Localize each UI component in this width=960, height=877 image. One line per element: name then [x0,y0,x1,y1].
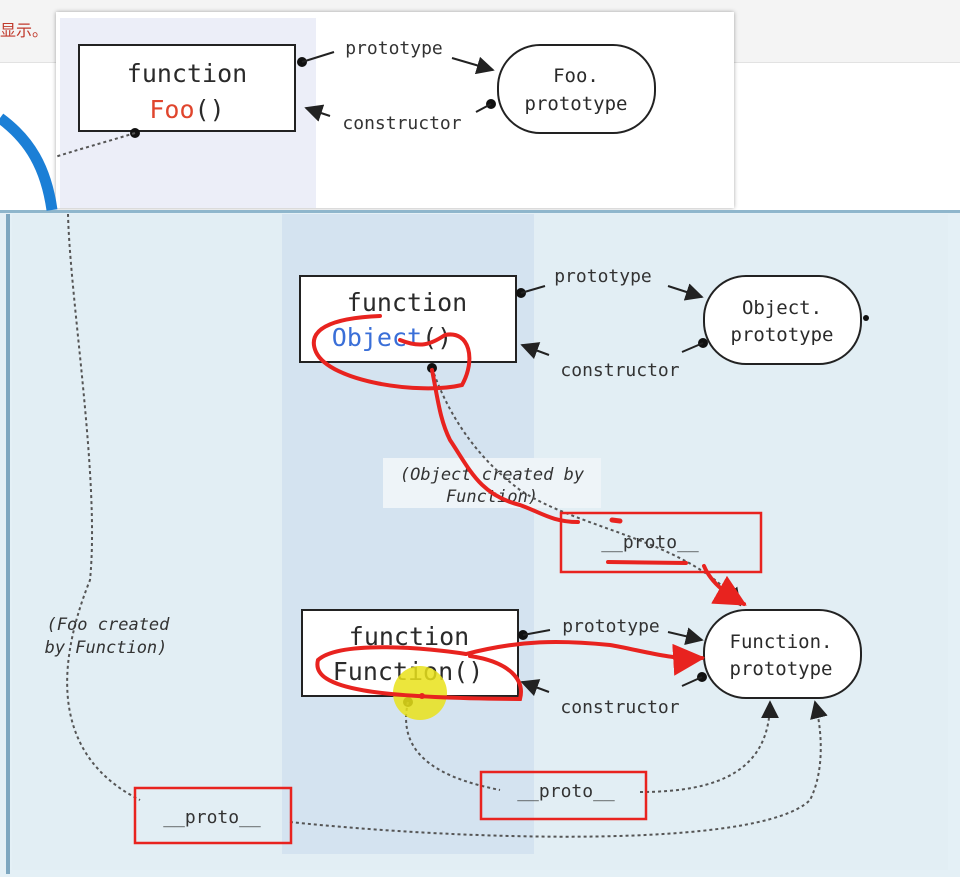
function-constructor-label: constructor [560,697,679,718]
object-prototype-right-dot [863,315,869,321]
object-box-line2: Object() [332,323,452,352]
foo-name: Foo [149,95,194,124]
object-proto-dotted-link [431,367,742,607]
foo-constructor-edge-a [475,103,492,113]
foo-proto-line2: prototype [525,93,628,115]
foo-box-line1: function [127,59,247,88]
object-box-line1: function [347,288,467,317]
object-prototype-label: prototype [554,266,652,287]
main-left-border [6,214,10,874]
foo-proto-line1: Foo. [553,65,599,87]
foo-note-line1: (Foo created [47,615,171,635]
foo-parens: () [195,95,225,124]
red-circle-object [311,314,472,391]
object-constructor-edge-b [520,342,550,360]
function-prototype-node [703,609,862,699]
function-prototype-label: prototype [562,616,660,637]
foo-prototype-label: prototype [345,38,443,59]
function-proto-line2: prototype [730,658,833,680]
function-constructor-edge-a [681,676,703,687]
top-diagram-svg: function Foo() Foo. prototype prototype … [56,18,656,208]
function-proto-label: __proto__ [517,781,615,802]
foo-proto-link [56,132,136,158]
object-note-line2: Function) [446,487,538,507]
foo-constructor-label: constructor [342,113,461,134]
foo-constructor-edge-b [304,104,331,122]
red-circle-function [315,645,523,702]
cursor-highlight [393,666,447,720]
object-function-box [299,275,517,363]
object-constructor-edge-a [681,342,704,353]
foo-note-line2: by Function) [45,638,168,658]
object-name: Object [332,323,422,352]
foo-proto-label: __proto__ [163,807,261,828]
object-proto-line1: Object. [742,297,822,319]
object-note-line1: (Object created by [400,465,585,485]
object-proto-label: __proto__ [601,532,699,553]
red-box-foo-proto [133,786,293,845]
object-constructor-label: constructor [560,360,679,381]
red-box-object-proto [559,511,763,574]
foo-prototype-edge-b [451,56,495,75]
red-arrow-function-to-proto [464,639,706,676]
red-stroke-object-to-proto [430,368,580,524]
foo-prototype-node [497,44,656,134]
object-prototype-edge-a [520,285,546,294]
blue-arc-decoration [0,113,58,211]
foo-function-box [78,44,296,132]
object-proto-line2: prototype [731,324,834,346]
top-diagram-panel: function Foo() Foo. prototype prototype … [56,12,734,208]
red-box-function-proto [479,770,648,821]
red-tick-mark [609,517,623,524]
function-prototype-edge-a [522,629,551,636]
top-strip-text: 显示。 [0,21,49,40]
function-proto-link-b [639,700,779,793]
object-prototype-edge-b [667,283,704,301]
foo-proto-long-link-b [289,700,828,838]
function-prototype-edge-b [667,627,704,646]
function-proto-link-a [405,701,501,791]
red-underline-proto [606,560,688,565]
red-arrow-to-function-proto [702,564,747,606]
function-constructor-edge-b [520,679,550,697]
foo-prototype-edge-a [301,51,335,63]
object-prototype-node [703,275,862,365]
function-proto-line1: Function. [730,631,833,653]
foo-box-line2: Foo() [149,95,224,124]
